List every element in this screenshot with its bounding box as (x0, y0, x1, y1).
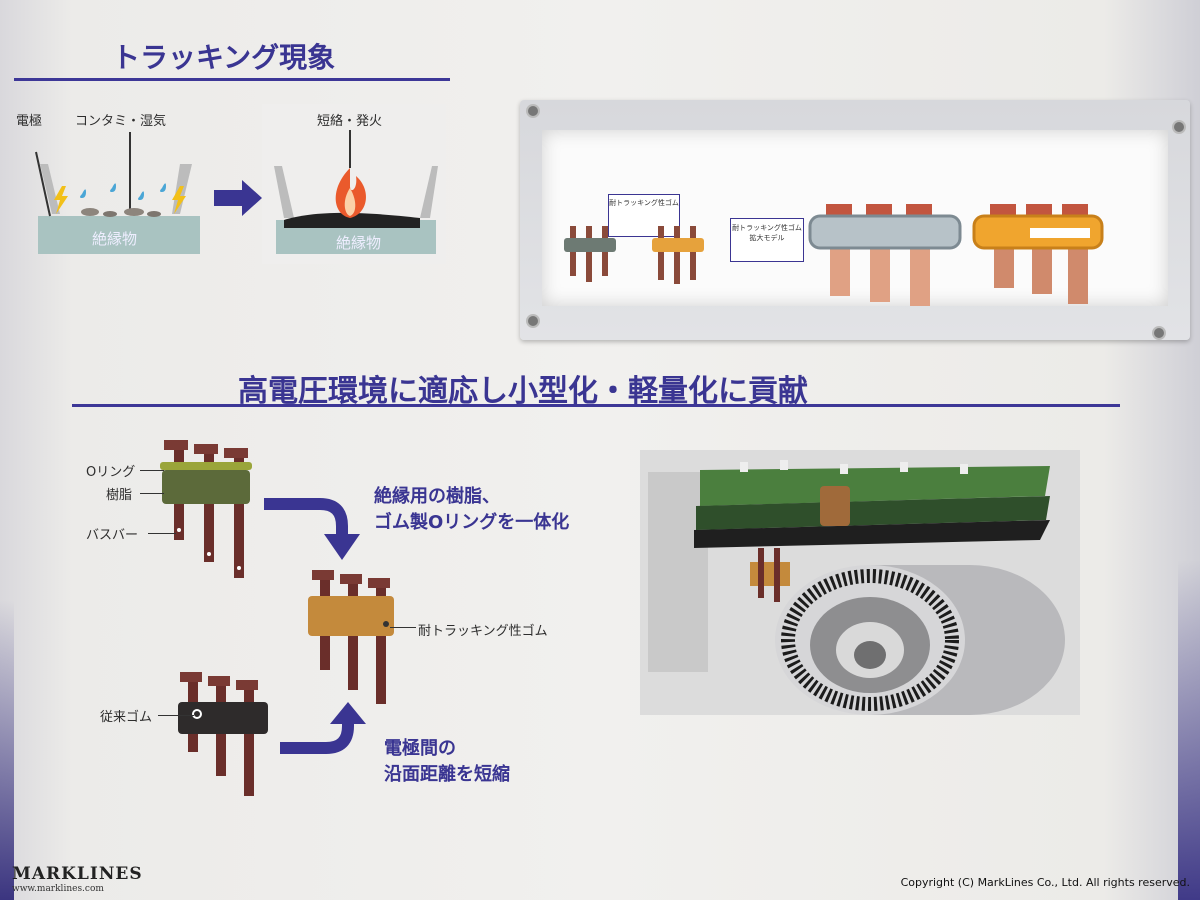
conventional-rubber-busbar (178, 672, 268, 796)
screw-icon (526, 314, 540, 328)
tracking-after-diagram (274, 130, 438, 254)
busbar-assembly-diagram (160, 440, 252, 578)
card2-subtitle: 拡大モデル (749, 234, 785, 242)
screw-icon (1172, 120, 1186, 134)
note-creepage-line2: 沿面距離を短縮 (384, 764, 510, 785)
tracking-rubber-busbar (308, 570, 394, 704)
label-oring: Oリング (86, 465, 136, 480)
right-edge-light (1178, 560, 1200, 900)
note-integration-line1: 絶縁用の樹脂、 (374, 486, 500, 507)
label-electrode: 電極 (16, 114, 43, 129)
leader-line (140, 470, 164, 471)
large-busbar-models (808, 204, 1104, 306)
card-tracking-rubber: 耐トラッキング性ゴム (608, 194, 680, 237)
showcase-case: 耐トラッキング性ゴム 耐トラッキング性ゴム 拡大モデル (520, 100, 1190, 340)
copyright-text: Copyright (C) MarkLines Co., Ltd. All ri… (900, 876, 1190, 889)
label-conventional: 従来ゴム (100, 710, 153, 725)
tracking-title-rule (14, 78, 450, 81)
arrow-right-icon (214, 180, 262, 216)
tracking-title: トラッキング現象 (112, 41, 336, 74)
leader-line (148, 533, 176, 534)
note-integration-line2: ゴム製Oリングを一体化 (374, 512, 570, 533)
left-edge-light (0, 600, 14, 900)
curved-arrow-down-icon (264, 498, 360, 560)
card2-title: 耐トラッキング性ゴム (732, 224, 802, 232)
label-short: 短絡・発火 (317, 114, 383, 129)
card1-title: 耐トラッキング性ゴム (609, 199, 679, 207)
motor-inverter-illustration (640, 450, 1080, 715)
tracking-before-diagram (35, 132, 200, 254)
label-busbar: バスバー (86, 528, 139, 543)
note-creepage-line1: 電極間の (384, 738, 456, 759)
main-title-rule (72, 404, 1120, 407)
leader-line (158, 715, 194, 716)
label-tracking-rubber: 耐トラッキング性ゴム (418, 624, 548, 639)
curved-arrow-up-icon (280, 702, 366, 754)
screw-icon (1152, 326, 1166, 340)
showcase-interior: 耐トラッキング性ゴム 耐トラッキング性ゴム 拡大モデル (542, 130, 1168, 306)
leader-line (390, 627, 416, 628)
label-contamination: コンタミ・湿気 (75, 114, 167, 129)
small-busbar-models (564, 226, 704, 284)
marklines-logo: MARKLINES www.marklines.com (12, 864, 143, 894)
label-insulator: 絶縁物 (92, 230, 138, 248)
leader-line (140, 493, 164, 494)
card-enlarged-model: 耐トラッキング性ゴム 拡大モデル (730, 218, 804, 262)
screw-icon (526, 104, 540, 118)
main-title: 高電圧環境に適応し小型化・軽量化に貢献 (238, 374, 808, 409)
label-resin: 樹脂 (106, 488, 133, 503)
label-insulator-after: 絶縁物 (336, 234, 382, 252)
logo-url: www.marklines.com (12, 884, 104, 894)
logo-name: MARKLINES (12, 864, 143, 884)
